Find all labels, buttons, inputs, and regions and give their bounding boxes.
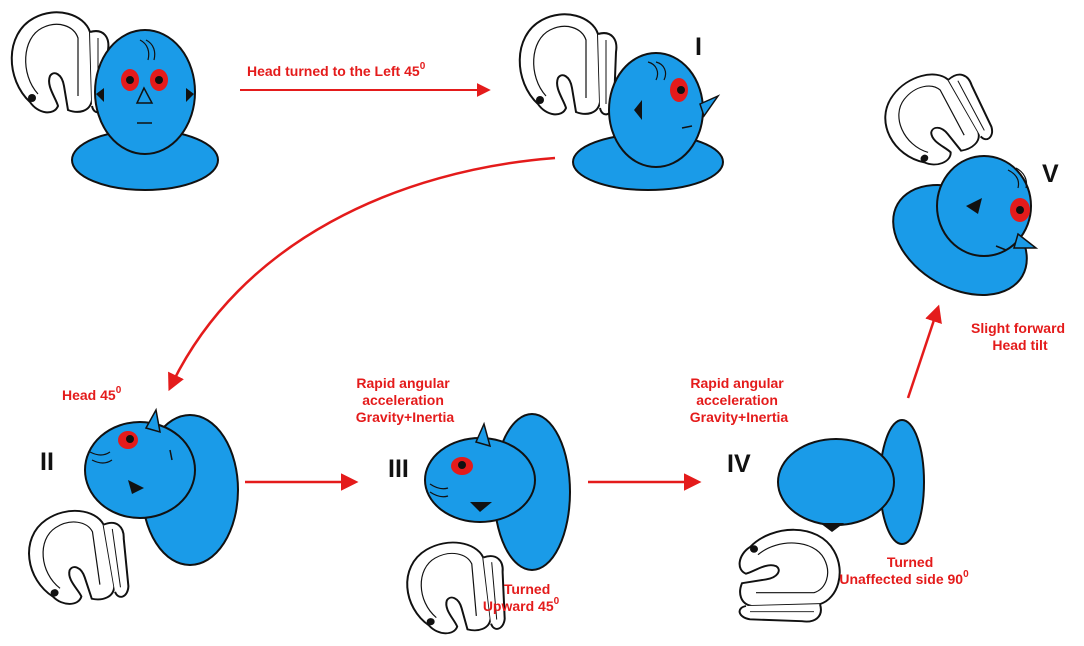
ear-icon bbox=[128, 480, 144, 494]
eye-icon bbox=[118, 431, 138, 449]
label-head-turned-left: Head turned to the Left 450 bbox=[247, 61, 426, 79]
label-slight-forward: Slight forward Head tilt bbox=[971, 320, 1069, 353]
nose-icon bbox=[135, 86, 154, 104]
ear-icon bbox=[96, 88, 104, 102]
eye-icon bbox=[150, 69, 168, 91]
curved-arrow-icon bbox=[168, 156, 556, 392]
stage-0-upright bbox=[10, 11, 219, 191]
step-label-v: V bbox=[1042, 160, 1059, 188]
head-icon bbox=[892, 155, 1039, 296]
step-label-ii: II bbox=[40, 448, 54, 476]
eye-icon bbox=[121, 69, 139, 91]
step-label-iv: IV bbox=[727, 450, 751, 478]
label-rapid-acceleration-2: Rapid angular acceleration Gravity+Inert… bbox=[690, 375, 789, 425]
stage-iv: Rapid angular acceleration Gravity+Inert… bbox=[690, 375, 969, 623]
nose-icon bbox=[699, 94, 721, 118]
stage-v: V Slight forward Head tilt bbox=[870, 54, 1069, 353]
ear-icon bbox=[820, 523, 844, 532]
head-icon bbox=[71, 29, 219, 191]
nose-icon bbox=[144, 407, 161, 434]
label-turned-unaffected: Turned Unaffected side 900 bbox=[839, 554, 969, 587]
stage-i: I bbox=[518, 13, 724, 191]
head-icon bbox=[777, 419, 925, 545]
semicircular-canal-icon bbox=[10, 11, 110, 114]
step-label-i: I bbox=[695, 33, 702, 61]
semicircular-canal-icon bbox=[518, 13, 618, 116]
head-icon bbox=[424, 413, 571, 571]
head-icon bbox=[572, 52, 724, 191]
head-icon bbox=[84, 407, 239, 566]
ear-icon bbox=[634, 100, 642, 120]
label-rapid-acceleration-1: Rapid angular acceleration Gravity+Inert… bbox=[356, 375, 455, 425]
label-head-45: Head 450 bbox=[62, 385, 122, 403]
eye-icon bbox=[451, 457, 473, 475]
eye-icon bbox=[670, 78, 688, 102]
ear-icon bbox=[470, 502, 492, 512]
step-label-iii: III bbox=[388, 455, 409, 483]
semicircular-canal-icon bbox=[22, 503, 134, 610]
eye-icon bbox=[1010, 198, 1030, 222]
arrow-up-icon bbox=[906, 304, 942, 399]
stage-ii: Head 450 II bbox=[22, 385, 239, 610]
nose-icon bbox=[474, 421, 492, 448]
label-turned-upward: Turned Upward 450 bbox=[483, 581, 560, 614]
stage-iii: Rapid angular acceleration Gravity+Inert… bbox=[356, 375, 571, 638]
semicircular-canal-icon bbox=[402, 537, 509, 638]
nose-icon bbox=[1013, 232, 1039, 249]
ear-icon bbox=[966, 198, 982, 214]
semicircular-canal-icon bbox=[738, 528, 841, 623]
ear-icon bbox=[186, 88, 194, 102]
